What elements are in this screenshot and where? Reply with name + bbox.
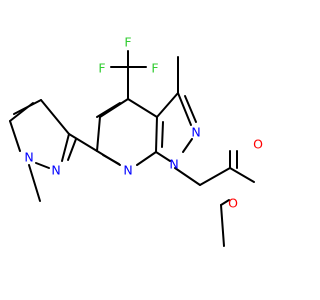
pyrazole-nitrogen-n2: N (51, 163, 60, 178)
bond-c3a-c3 (156, 92, 179, 118)
bond-pz-c3-c4 (40, 99, 70, 135)
bond-n1-ch2 (174, 167, 201, 186)
fluorine-atom-right: F (151, 61, 158, 76)
core-nitrogen-n1: N (169, 157, 178, 172)
bond-n7-c7a (136, 151, 157, 166)
bond-c4-c5-double (96, 102, 121, 118)
bond-ch2-co (199, 167, 231, 186)
bond-pz-c3-n2-double (67, 138, 77, 161)
bond-n2-n1 (182, 138, 193, 153)
fluorine-atom-top: F (124, 35, 131, 50)
fluorine-atom-left: F (98, 61, 105, 76)
bond-n1-c7a (155, 151, 171, 162)
bond-pz-n1-methyl (28, 164, 41, 202)
bond-pz-c4-c5-double (13, 99, 42, 115)
ester-oxygen: O (228, 196, 238, 211)
molecule-structure: F F F N N N N N O O (9, 34, 264, 247)
bond-c5-c6 (96, 116, 101, 152)
pyrazole-methyl-nitrogen: N (24, 150, 33, 165)
bond-c3-n2 (177, 92, 192, 126)
bond-c6-n7-double (102, 154, 120, 165)
bond-c3a-c4 (127, 98, 158, 118)
bond-co-oester (229, 167, 255, 183)
bond-pz-n1-n2 (35, 162, 50, 169)
core-nitrogen-n2: N (191, 125, 200, 140)
bond-c7a-c3a (155, 116, 158, 153)
bond-oester-ch2 (220, 199, 230, 206)
bond-c6-pz-c3 (68, 133, 98, 152)
bond-ch2-ch3 (220, 204, 225, 247)
bond-pz-c5-n1 (9, 120, 21, 152)
bond-pz-c3-n2 (61, 133, 70, 162)
bond-c4-c5 (99, 98, 129, 118)
molecule-drawing: F F F N N N N N O O (9, 35, 263, 247)
pyridine-nitrogen: N (123, 163, 132, 178)
bond-c3-n2-double (184, 95, 197, 123)
carbonyl-oxygen: O (253, 137, 263, 152)
bond-c7a-c3a-double (161, 121, 164, 148)
